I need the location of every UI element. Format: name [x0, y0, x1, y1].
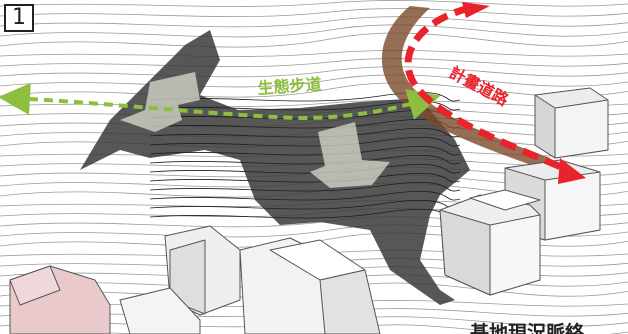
figure-caption: 基地現況脈絡 — [470, 322, 585, 334]
building-cluster-south — [9, 225, 381, 334]
site-contour-line — [149, 146, 461, 156]
planned-road-arrowhead-end — [558, 158, 586, 184]
contour-line — [0, 50, 628, 57]
panel-number: 1 — [4, 4, 34, 32]
flow-arrow-icon — [310, 122, 390, 188]
contour-line — [0, 74, 628, 88]
contour-line — [0, 24, 628, 38]
site-contour-line — [149, 182, 461, 192]
contour-line — [0, 32, 628, 48]
site-contour-line — [149, 128, 461, 138]
site-contour-line — [149, 137, 461, 147]
building-cluster-east — [439, 87, 609, 296]
planned-road-arrowhead-start — [462, 2, 490, 18]
contour-line — [0, 0, 628, 7]
contour-line — [0, 58, 628, 68]
contour-line — [0, 8, 628, 18]
site-contour-line — [149, 200, 461, 210]
eco-trail-label: 生態步道 — [257, 75, 322, 98]
contour-line — [0, 16, 628, 28]
site-contour-line — [149, 191, 461, 201]
contour-line — [0, 66, 628, 78]
